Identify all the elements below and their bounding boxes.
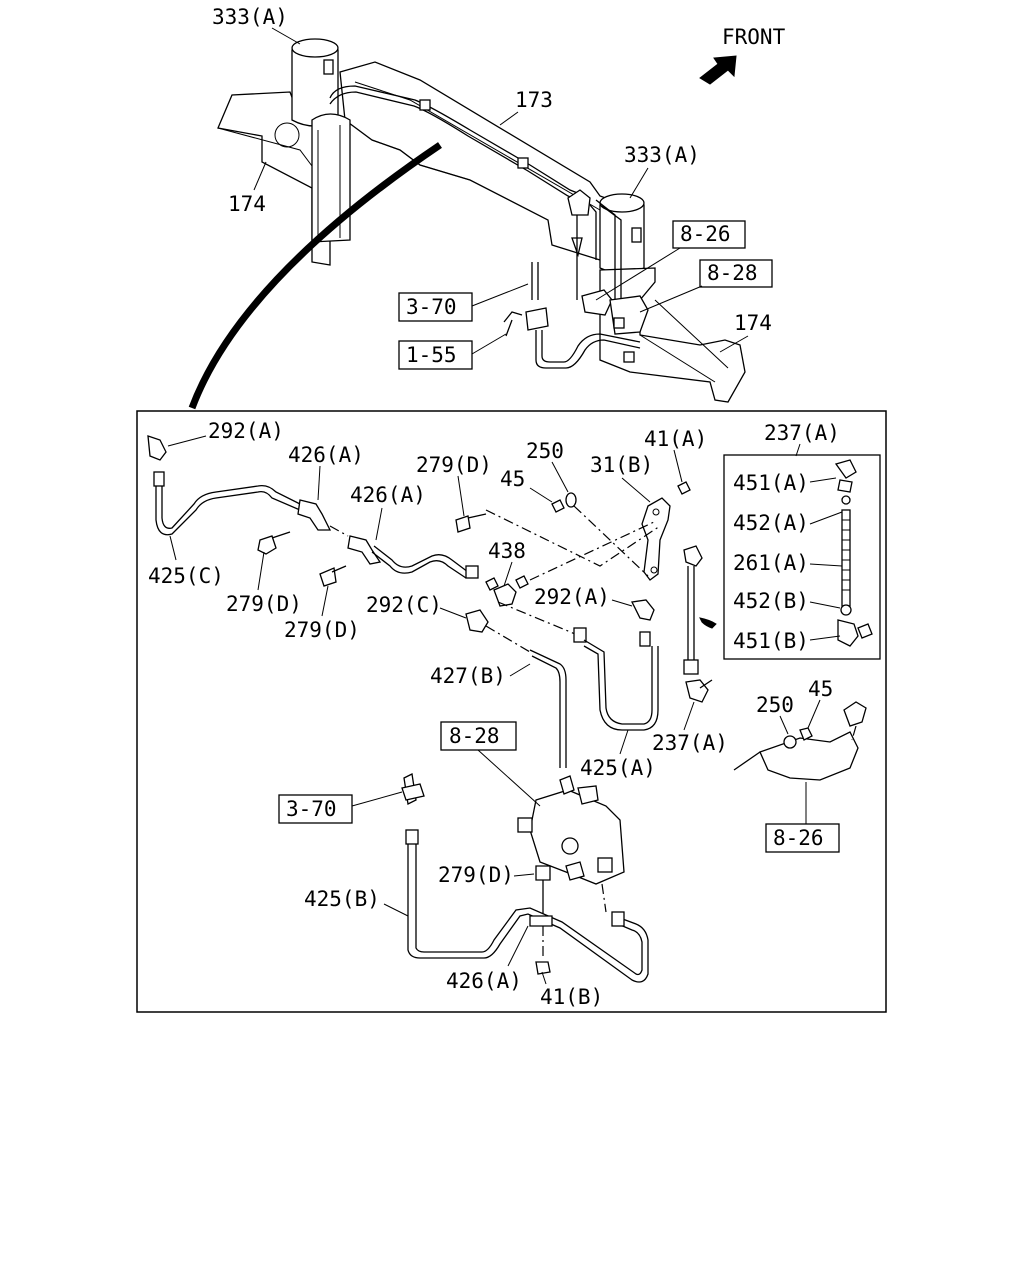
label-174-right: 174 [734, 311, 772, 335]
ref-8-28-top-box[interactable] [699, 259, 773, 288]
label-237a-2: 237(A) [652, 731, 728, 755]
label-452b: 452(B) [733, 589, 809, 613]
detail-parts [147, 435, 881, 983]
label-452a: 452(A) [733, 511, 809, 535]
ref-8-26-detail-box[interactable] [765, 823, 840, 853]
detail-frame [136, 410, 887, 1013]
ref-8-28-detail[interactable]: 8-28 [449, 724, 500, 748]
label-279d-2: 279(D) [226, 592, 302, 616]
label-279d-4: 279(D) [438, 863, 514, 887]
ref-3-70-top-box[interactable] [398, 292, 473, 322]
ref-3-70-top[interactable]: 3-70 [406, 295, 457, 319]
label-237a-kit: 237(A) [764, 421, 840, 445]
label-333a-right: 333(A) [624, 143, 700, 167]
label-451b: 451(B) [733, 629, 809, 653]
label-333a-left: 333(A) [212, 5, 288, 29]
label-31b: 31(B) [590, 453, 653, 477]
label-425a: 425(A) [580, 756, 656, 780]
label-250-1: 250 [526, 439, 564, 463]
label-250-2: 250 [756, 693, 794, 717]
detail-labels: 292(A) 426(A) 279(D) 250 45 31(B) 41(A) … [148, 419, 843, 1009]
overview-assembly [188, 38, 746, 410]
label-174-left: 174 [228, 192, 266, 216]
label-45-2: 45 [808, 677, 833, 701]
label-292c: 292(C) [366, 593, 442, 617]
ref-3-70-detail-box[interactable] [278, 794, 353, 824]
label-279d-3: 279(D) [284, 618, 360, 642]
label-427b: 427(B) [430, 664, 506, 688]
ref-8-26-top[interactable]: 8-26 [680, 222, 731, 246]
ref-8-28-detail-box[interactable] [440, 721, 517, 751]
label-426a-1: 426(A) [288, 443, 364, 467]
ref-1-55-top[interactable]: 1-55 [406, 343, 457, 367]
label-41a: 41(A) [644, 427, 707, 451]
ref-8-26-detail[interactable]: 8-26 [773, 826, 824, 850]
label-425c: 425(C) [148, 564, 224, 588]
label-279d-1: 279(D) [416, 453, 492, 477]
front-arrow-icon [699, 55, 737, 85]
label-451a: 451(A) [733, 471, 809, 495]
label-426a-3: 426(A) [446, 969, 522, 993]
label-292a-1: 292(A) [208, 419, 284, 443]
label-426a-2: 426(A) [350, 483, 426, 507]
label-292a-2: 292(A) [534, 585, 610, 609]
label-261a: 261(A) [733, 551, 809, 575]
label-425b: 425(B) [304, 887, 380, 911]
kit-237a-frame [723, 454, 881, 660]
front-label: FRONT [722, 25, 786, 49]
ref-1-55-top-box[interactable] [398, 340, 473, 370]
label-41b: 41(B) [540, 985, 603, 1009]
ref-3-70-detail[interactable]: 3-70 [286, 797, 337, 821]
label-173: 173 [515, 88, 553, 112]
ref-8-28-top[interactable]: 8-28 [707, 261, 758, 285]
label-438: 438 [488, 539, 526, 563]
ref-8-26-top-box[interactable] [672, 220, 746, 249]
label-45-1: 45 [500, 467, 525, 491]
